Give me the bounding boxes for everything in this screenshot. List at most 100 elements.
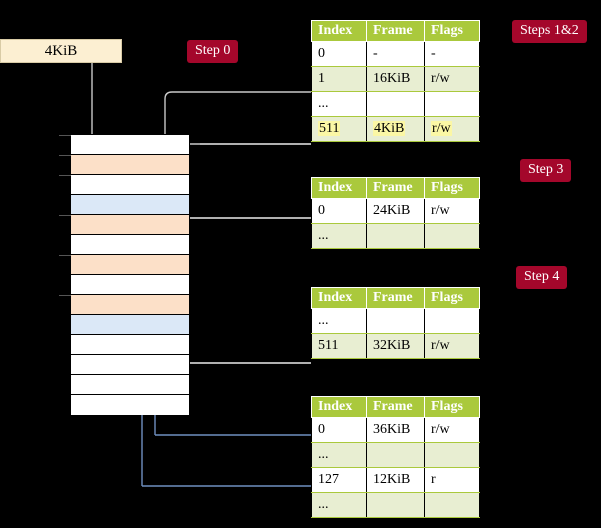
cell-index: 511 xyxy=(311,116,367,142)
step-badge-0: Step 0 xyxy=(187,40,239,63)
cell-flags: - xyxy=(424,41,480,67)
physical-memory-column xyxy=(59,134,190,415)
cell-flags xyxy=(424,492,480,518)
cell-flags xyxy=(424,91,480,117)
memory-frame-row xyxy=(71,295,189,315)
step-badge-4: Step 4 xyxy=(516,266,568,289)
column-header-frame: Frame xyxy=(366,396,425,418)
memory-frame-row xyxy=(71,235,189,255)
column-header-flags: Flags xyxy=(424,177,480,199)
cell-frame: 24KiB xyxy=(366,198,425,224)
cell-index: ... xyxy=(311,492,367,518)
source-frame-box: 4KiB xyxy=(0,39,122,63)
memory-frame-row xyxy=(71,175,189,195)
highlighted-value: r/w xyxy=(431,121,452,136)
cell-frame: 36KiB xyxy=(366,417,425,443)
cell-index: ... xyxy=(311,91,367,117)
wire-table3-to-memory xyxy=(178,217,311,238)
column-header-flags: Flags xyxy=(424,20,480,42)
column-header-index: Index xyxy=(311,287,367,309)
memory-frame-row xyxy=(71,355,189,375)
table-row[interactable]: 0-- xyxy=(311,41,480,67)
table-row[interactable]: ... xyxy=(311,492,480,518)
wire-table2-to-memory xyxy=(178,312,311,364)
column-header-frame: Frame xyxy=(366,20,425,42)
table-row[interactable]: ... xyxy=(311,308,480,334)
column-header-frame: Frame xyxy=(366,287,425,309)
cell-index: ... xyxy=(311,308,367,334)
column-header-index: Index xyxy=(311,396,367,418)
cell-flags: r/w xyxy=(424,66,480,92)
table-row[interactable]: ... xyxy=(311,442,480,468)
memory-frame-row xyxy=(71,255,189,275)
cell-frame: 32KiB xyxy=(366,333,425,359)
step-badge-1-2: Steps 1&2 xyxy=(512,20,587,43)
memory-row-tick xyxy=(59,135,71,136)
memory-frame-row xyxy=(71,375,189,395)
table-row[interactable]: 511 4KiB r/w xyxy=(311,116,480,142)
step-badge-1-2-label: Steps 1&2 xyxy=(520,23,579,38)
step-badge-4-label: Step 4 xyxy=(524,269,560,284)
cell-frame xyxy=(366,492,425,518)
memory-frame-row xyxy=(71,395,189,415)
cell-frame: 4KiB xyxy=(366,116,425,142)
cell-index: ... xyxy=(311,223,367,249)
cell-frame xyxy=(366,308,425,334)
column-header-flags: Flags xyxy=(424,396,480,418)
table-row[interactable]: ... xyxy=(311,91,480,117)
memory-frame-row xyxy=(71,215,189,235)
memory-frame-row xyxy=(71,315,189,335)
column-header-index: Index xyxy=(311,177,367,199)
cell-frame xyxy=(366,442,425,468)
cell-index: 1 xyxy=(311,66,367,92)
cell-frame: - xyxy=(366,41,425,67)
memory-row-tick xyxy=(59,215,71,216)
cell-flags xyxy=(424,442,480,468)
memory-frame-row xyxy=(71,135,189,155)
cell-flags: r/w xyxy=(424,198,480,224)
cell-flags: r/w xyxy=(424,417,480,443)
cell-index: 0 xyxy=(311,198,367,224)
cell-frame xyxy=(366,223,425,249)
cell-flags: r/w xyxy=(424,116,480,142)
memory-frame-row xyxy=(71,195,189,215)
cell-frame: 16KiB xyxy=(366,66,425,92)
step-badge-3-label: Step 3 xyxy=(528,162,564,177)
cell-index: 511 xyxy=(311,333,367,359)
cell-index: 0 xyxy=(311,417,367,443)
memory-frame-row xyxy=(71,275,189,295)
cell-flags: r xyxy=(424,467,480,493)
table-row[interactable]: ... xyxy=(311,223,480,249)
memory-row-tick xyxy=(59,255,71,256)
column-header-flags: Flags xyxy=(424,287,480,309)
source-frame-label: 4KiB xyxy=(44,42,78,59)
cell-frame xyxy=(366,91,425,117)
cell-flags xyxy=(424,223,480,249)
memory-frame-row xyxy=(71,335,189,355)
column-header-index: Index xyxy=(311,20,367,42)
column-header-frame: Frame xyxy=(366,177,425,199)
highlighted-value: 511 xyxy=(318,121,341,136)
cell-flags xyxy=(424,308,480,334)
cell-flags: r/w xyxy=(424,333,480,359)
cell-frame: 12KiB xyxy=(366,467,425,493)
memory-frame-row xyxy=(71,155,189,175)
memory-row-tick xyxy=(59,295,71,296)
step-badge-3: Step 3 xyxy=(520,159,572,182)
memory-row-tick xyxy=(59,155,71,156)
memory-row-tick xyxy=(59,175,71,176)
cell-index: ... xyxy=(311,442,367,468)
step-badge-0-label: Step 0 xyxy=(195,43,231,58)
highlighted-value: 4KiB xyxy=(373,121,406,136)
cell-index: 127 xyxy=(311,467,367,493)
